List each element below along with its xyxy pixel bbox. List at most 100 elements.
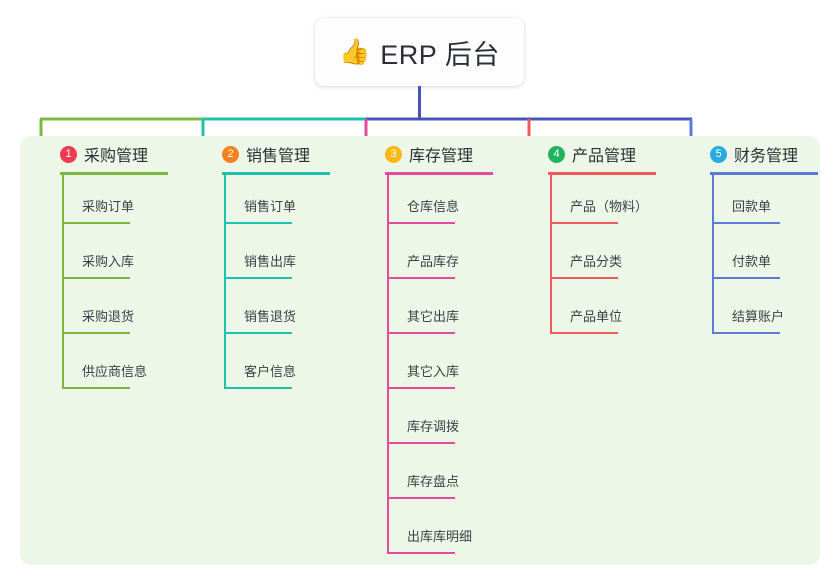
branch-item-label: 库存调拨 [407, 419, 460, 434]
branch-item[interactable]: 客户信息 [202, 340, 362, 395]
branch-item-label: 销售出库 [244, 254, 297, 269]
branch-item-underline [550, 332, 618, 334]
branch-item-label: 销售退货 [244, 309, 297, 324]
branch-item-label: 库存盘点 [407, 474, 460, 489]
branch-item[interactable]: 仓库信息 [365, 175, 525, 230]
branch-item-label: 付款单 [732, 254, 772, 269]
branch-spine-4 [550, 175, 552, 334]
branch-item-underline [62, 277, 130, 279]
branch-item-underline [224, 277, 292, 279]
branch-header-1[interactable]: 1 采购管理 [40, 136, 200, 172]
branch-item[interactable]: 采购订单 [40, 175, 200, 230]
branch-item[interactable]: 销售出库 [202, 230, 362, 285]
branch-title-1: 采购管理 [84, 148, 149, 165]
branch-item-list-1: 采购订单采购入库采购退货供应商信息 [40, 175, 200, 395]
branch-item-label: 产品分类 [570, 254, 623, 269]
branch-item[interactable]: 产品（物料） [528, 175, 688, 230]
branch-item-list-5: 回款单付款单结算账户 [690, 175, 839, 340]
branch-item[interactable]: 其它出库 [365, 285, 525, 340]
branch-header-3[interactable]: 3 库存管理 [365, 136, 525, 172]
branch-item-label: 采购退货 [82, 309, 135, 324]
branch-underline-2 [222, 172, 330, 175]
branch-item-label: 其它出库 [407, 309, 460, 324]
branch-column-1: 1 采购管理采购订单采购入库采购退货供应商信息 [40, 136, 200, 395]
branch-column-4: 4 产品管理产品（物料） 产品分类产品单位 [528, 136, 688, 340]
branch-item[interactable]: 库存调拨 [365, 395, 525, 450]
branch-item[interactable]: 采购入库 [40, 230, 200, 285]
branch-item-underline [387, 497, 455, 499]
branch-item-underline [62, 387, 130, 389]
branch-spine-5 [712, 175, 714, 334]
branch-item-underline [387, 387, 455, 389]
branch-item[interactable]: 销售退货 [202, 285, 362, 340]
branch-item-label: 采购入库 [82, 254, 135, 269]
branch-item-underline [550, 222, 618, 224]
branch-item[interactable]: 采购退货 [40, 285, 200, 340]
branch-badge-1: 1 [60, 145, 77, 163]
branch-badge-3: 3 [385, 145, 402, 163]
branch-spine-3 [387, 175, 389, 554]
branch-item[interactable]: 产品库存 [365, 230, 525, 285]
branch-header-4[interactable]: 4 产品管理 [528, 136, 688, 172]
branch-item[interactable]: 销售订单 [202, 175, 362, 230]
branch-item-underline [387, 277, 455, 279]
branch-item-list-3: 仓库信息产品库存其它出库其它入库库存调拨库存盘点出库库明细 [365, 175, 525, 560]
branch-item-label: 结算账户 [732, 309, 785, 324]
branch-item-underline [712, 222, 780, 224]
thumbs-up-icon: 👍 [339, 37, 371, 66]
branch-item-label: 仓库信息 [407, 199, 460, 214]
branch-item-label: 产品单位 [570, 309, 623, 324]
branch-item-underline [712, 277, 780, 279]
branch-item-underline [712, 332, 780, 334]
branch-badge-4: 4 [548, 145, 565, 163]
branch-item-label: 销售订单 [244, 199, 297, 214]
branch-item[interactable]: 库存盘点 [365, 450, 525, 505]
branch-item-underline [387, 222, 455, 224]
branch-item-label: 回款单 [732, 199, 772, 214]
branch-header-5[interactable]: 5 财务管理 [690, 136, 839, 172]
branch-badge-5: 5 [710, 145, 727, 163]
branch-item-underline [224, 387, 292, 389]
branch-item-underline [387, 552, 455, 554]
branch-item[interactable]: 产品单位 [528, 285, 688, 340]
branch-header-2[interactable]: 2 销售管理 [202, 136, 362, 172]
branch-title-5: 财务管理 [734, 148, 799, 165]
branch-spine-2 [224, 175, 226, 389]
branch-item-underline [550, 277, 618, 279]
branch-item-underline [387, 442, 455, 444]
branch-spine-1 [62, 175, 64, 389]
branch-item-label: 产品库存 [407, 254, 460, 269]
branch-item[interactable]: 结算账户 [690, 285, 839, 340]
branch-item[interactable]: 供应商信息 [40, 340, 200, 395]
branch-item[interactable]: 出库库明细 [365, 505, 525, 560]
branch-item-label: 产品（物料） [570, 199, 649, 214]
branch-column-3: 3 库存管理仓库信息产品库存其它出库其它入库库存调拨库存盘点出库库明细 [365, 136, 525, 560]
branch-badge-2: 2 [222, 145, 239, 163]
branch-item-underline [224, 332, 292, 334]
branch-column-2: 2 销售管理销售订单销售出库销售退货客户信息 [202, 136, 362, 395]
branch-item[interactable]: 其它入库 [365, 340, 525, 395]
branch-item-label: 其它入库 [407, 364, 460, 379]
branch-item-label: 采购订单 [82, 199, 135, 214]
root-node[interactable]: 👍 ERP 后台 [315, 18, 524, 86]
branch-item-underline [387, 332, 455, 334]
branch-item[interactable]: 产品分类 [528, 230, 688, 285]
branches-panel: 1 采购管理采购订单采购入库采购退货供应商信息 2 销售管理销售订单销售出库销售退货客… [20, 136, 820, 565]
branch-item-label: 供应商信息 [82, 364, 148, 379]
root-node-label: ERP 后台 [380, 39, 500, 70]
branch-underline-4 [548, 172, 656, 175]
branch-item[interactable]: 付款单 [690, 230, 839, 285]
branch-item-label: 客户信息 [244, 364, 297, 379]
branch-item-list-2: 销售订单销售出库销售退货客户信息 [202, 175, 362, 395]
branch-underline-5 [710, 172, 818, 175]
branch-item-underline [62, 222, 130, 224]
branch-title-2: 销售管理 [246, 148, 311, 165]
branch-title-4: 产品管理 [572, 148, 637, 165]
branch-item-underline [224, 222, 292, 224]
branch-item-label: 出库库明细 [407, 529, 473, 544]
branch-item-list-4: 产品（物料） 产品分类产品单位 [528, 175, 688, 340]
branch-item[interactable]: 回款单 [690, 175, 839, 230]
branch-item-underline [62, 332, 130, 334]
branch-title-3: 库存管理 [409, 148, 474, 165]
